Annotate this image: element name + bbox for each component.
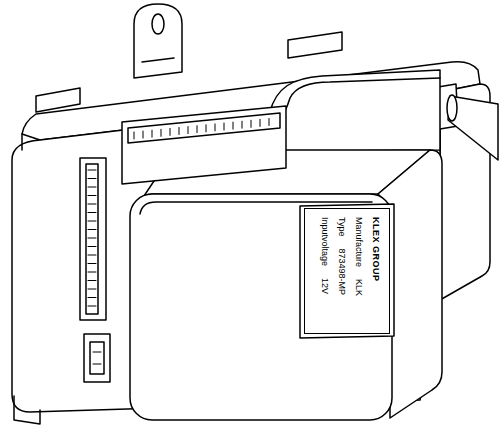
- pin-stroke: [88, 246, 96, 247]
- pin-stroke: [88, 263, 96, 264]
- brand-name: KLEX GROUP: [367, 217, 384, 282]
- pin-stroke: [88, 178, 96, 179]
- pin-stroke: [88, 289, 96, 290]
- pin-stroke: [88, 195, 96, 196]
- pin-stroke: [88, 187, 96, 188]
- label-row: KLEX GROUP: [367, 217, 384, 325]
- pin-stroke: [88, 212, 96, 213]
- pin-stroke: [88, 170, 96, 171]
- pin-stroke: [233, 122, 234, 129]
- pin-stroke: [88, 272, 96, 273]
- pin-stroke: [88, 221, 96, 222]
- top-connector-socket: [128, 113, 280, 143]
- pin-stroke: [88, 229, 96, 230]
- housing-foot: [14, 396, 40, 424]
- label-text: Manufacture: [350, 217, 367, 267]
- label-row: Inputvoltage 12V: [316, 217, 333, 325]
- pin-stroke: [179, 128, 180, 135]
- pin-stroke: [143, 131, 144, 138]
- pin-stroke: [251, 120, 252, 127]
- housing-edge: [21, 134, 23, 150]
- side-connector-socket: [86, 164, 98, 314]
- label-row: Type 873498-MP: [333, 217, 350, 325]
- pin-stroke: [88, 238, 96, 239]
- cable-end: [447, 95, 457, 121]
- label-text: KLK: [350, 279, 367, 296]
- mounting-tab: [134, 4, 182, 78]
- pin-stroke: [197, 126, 198, 133]
- connector-pins: [88, 170, 96, 306]
- top-connector: [122, 106, 286, 184]
- pin-stroke: [152, 130, 153, 137]
- pin-stroke: [161, 129, 162, 136]
- label-row: ManufactureKLK: [350, 217, 367, 325]
- label-plate-back: [300, 204, 394, 338]
- pin-stroke: [215, 124, 216, 131]
- pin-stroke: [88, 280, 96, 281]
- pin-stroke: [88, 204, 96, 205]
- small-connector-socket: [90, 342, 104, 374]
- pin-stroke: [224, 123, 225, 130]
- cable: [448, 96, 498, 160]
- mounting-tab-rib: [142, 58, 174, 62]
- top-clip: [36, 88, 80, 112]
- mounting-hole: [152, 14, 164, 34]
- small-connector-pins: [93, 352, 101, 364]
- pin-stroke: [88, 297, 96, 298]
- side-connector: [80, 158, 106, 320]
- pin-stroke: [242, 121, 243, 128]
- pin-stroke: [206, 125, 207, 132]
- label-text: Inputvoltage: [316, 217, 333, 266]
- label-text: 12V: [316, 278, 333, 294]
- small-connector: [84, 334, 110, 382]
- label-text: 873498-MP: [333, 249, 350, 296]
- pin-stroke: [170, 128, 171, 135]
- label-plate: KLEX GROUPManufactureKLKType873498-MPInp…: [304, 208, 390, 334]
- cover-front-face: [130, 194, 392, 420]
- pin-stroke: [88, 255, 96, 256]
- top-clip: [288, 32, 342, 58]
- pin-stroke: [88, 306, 96, 307]
- label-text: Type: [333, 217, 350, 237]
- pin-stroke: [134, 132, 135, 139]
- pin-stroke: [269, 119, 270, 126]
- pin-stroke: [260, 119, 261, 126]
- connector-pins: [134, 119, 269, 140]
- pin-stroke: [188, 127, 189, 134]
